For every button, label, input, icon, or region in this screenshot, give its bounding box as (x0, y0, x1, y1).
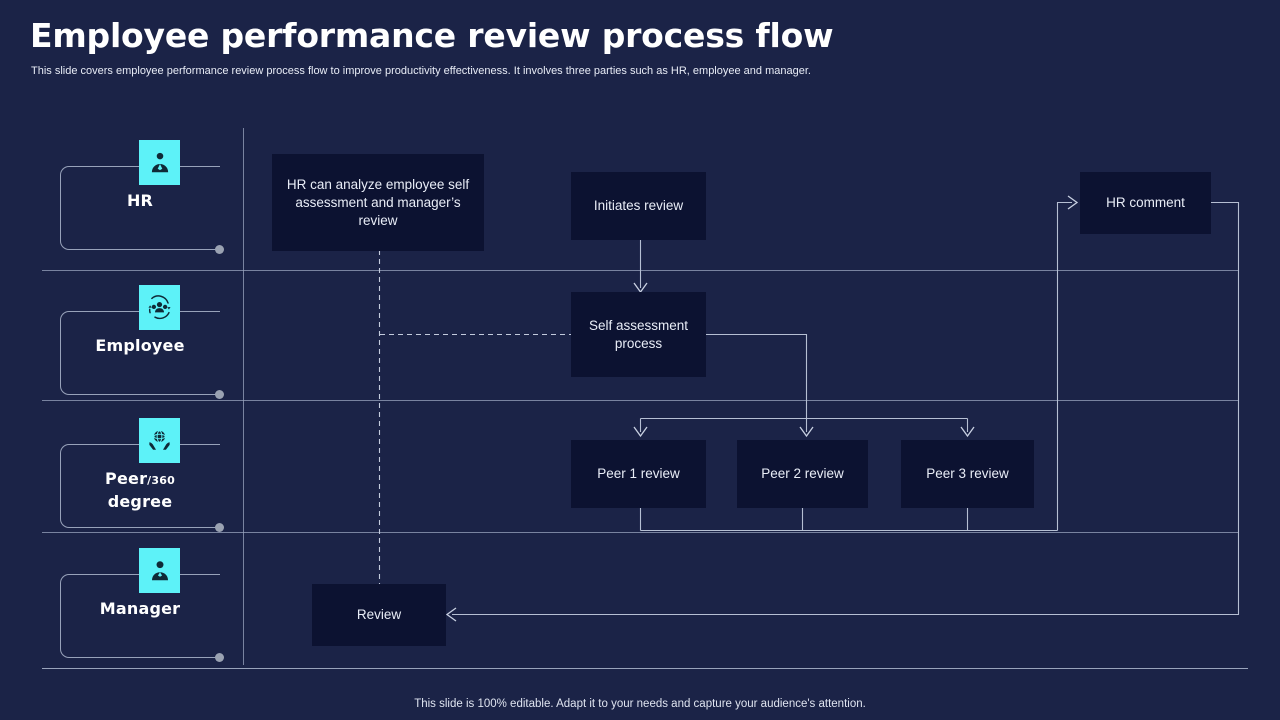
node-peer2-review[interactable]: Peer 2 review (737, 440, 868, 508)
lane-bracket-top-stub (198, 444, 220, 445)
lane-bracket-top-stub (198, 311, 220, 312)
wire-merge-to-hr-comment (1056, 201, 1072, 531)
lane-bracket-dot (215, 245, 224, 254)
lane-bracket-dot (215, 523, 224, 532)
lane-label-sub: /360 (147, 474, 175, 487)
lane-label-peer: Peer/360 degree (40, 468, 240, 512)
lane-bracket-top-stub (198, 574, 220, 575)
lane-label-text-line2: degree (107, 492, 173, 511)
arrowhead-down-peer2 (799, 426, 814, 438)
hands-globe-icon (139, 418, 180, 463)
wire-hr-comment-to-review (452, 201, 1240, 616)
lane-bracket-top-stub (198, 166, 220, 167)
node-hr-comment[interactable]: HR comment (1080, 172, 1211, 234)
manager-icon (139, 548, 180, 593)
lane-divider-2 (42, 400, 1238, 401)
lane-divider-3 (42, 532, 1238, 533)
lane-bracket (60, 311, 198, 395)
team-cycle-icon (139, 285, 180, 330)
node-self-assessment[interactable]: Self assessment process (571, 292, 706, 377)
lane-bracket-bottom-stub (197, 394, 220, 395)
editable-note: This slide is 100% editable. Adapt it to… (414, 698, 866, 710)
lane-bracket-bottom-stub (197, 527, 220, 528)
node-peer1-review[interactable]: Peer 1 review (571, 440, 706, 508)
lane-label-hr: HR (40, 190, 240, 211)
lane-label-text: Manager (99, 599, 181, 618)
lane-label-text: HR (126, 191, 154, 210)
lane-bracket (60, 444, 198, 528)
node-review[interactable]: Review (312, 584, 446, 646)
arrowhead-down-peer3 (960, 426, 975, 438)
arrowhead-down-peer1 (633, 426, 648, 438)
arrowhead-right-hr-comment (1067, 195, 1079, 210)
lane-label-employee: Employee (40, 335, 240, 356)
footer-divider (42, 668, 1248, 669)
node-hr-analyze[interactable]: HR can analyze employee self assessment … (272, 154, 484, 251)
node-initiates-review[interactable]: Initiates review (571, 172, 706, 240)
arrowhead-left-review (445, 607, 457, 622)
arrowhead-down-self (633, 282, 648, 294)
page-subtitle: This slide covers employee performance r… (31, 65, 811, 77)
lane-label-text: Employee (95, 336, 185, 355)
lane-bracket-dot (215, 653, 224, 662)
wire-self-to-peer-bus (705, 333, 808, 419)
node-peer3-review[interactable]: Peer 3 review (901, 440, 1034, 508)
lane-column-separator (243, 128, 244, 665)
businessperson-icon (139, 140, 180, 185)
lane-bracket (60, 574, 198, 658)
lane-divider-1 (42, 270, 1238, 271)
lane-bracket-dot (215, 390, 224, 399)
lane-bracket-bottom-stub (197, 657, 220, 658)
lane-bracket-bottom-stub (197, 249, 220, 250)
lane-label-manager: Manager (40, 598, 240, 619)
lane-label-text: Peer (105, 469, 148, 488)
lane-bracket (60, 166, 198, 250)
page-title: Employee performance review process flow (30, 16, 834, 55)
